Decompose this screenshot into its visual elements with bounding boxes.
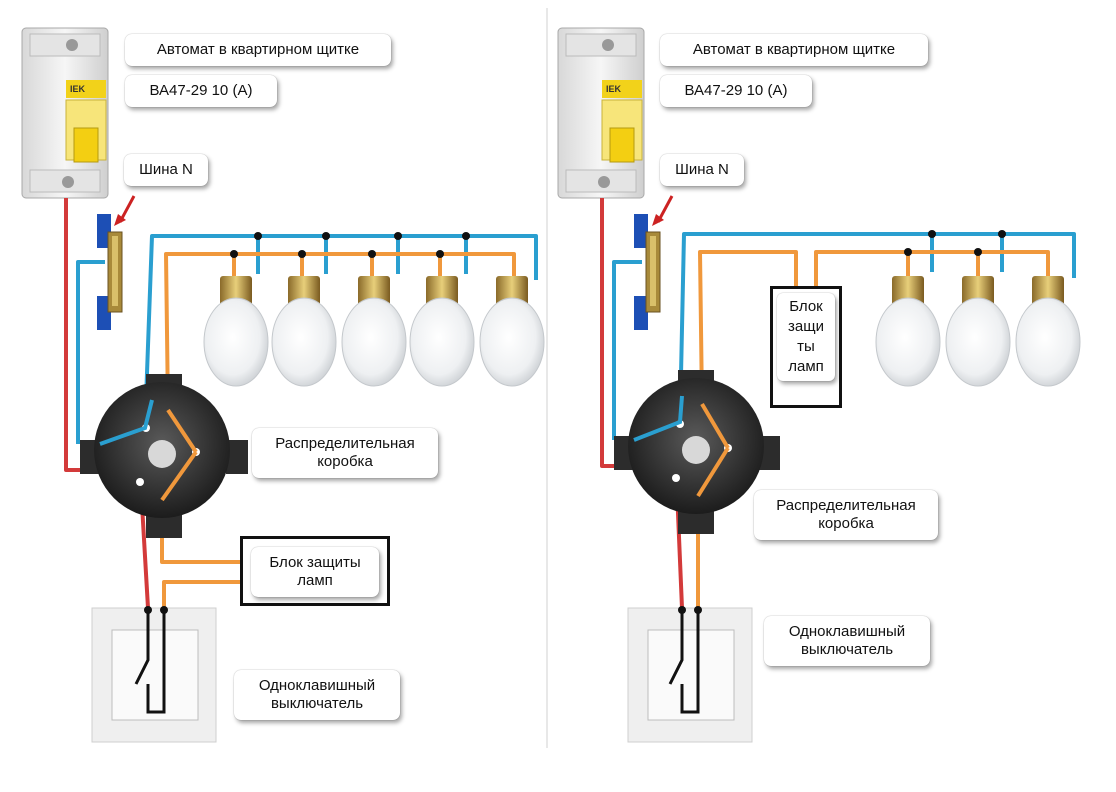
- neutral-wire-to-bus: [612, 260, 642, 440]
- lamp-2: [945, 276, 1011, 387]
- breaker-label: Автомат в квартирном щитке: [125, 34, 391, 66]
- lamp-5: [479, 276, 545, 387]
- bus-label: Шина N: [660, 154, 744, 186]
- protection-label: Блок защи ты ламп: [777, 293, 835, 381]
- diagram-left: IEK: [0, 0, 548, 792]
- breaker-model: ВА47-29 10 (А): [660, 75, 812, 107]
- lamp-2: [271, 276, 337, 387]
- junction-box: [80, 374, 248, 538]
- breaker-label: Автомат в квартирном щитке: [660, 34, 928, 66]
- wiring-diagram-right: IEK: [557, 27, 1081, 743]
- neutral-bus: [97, 195, 136, 330]
- neutral-bus: [634, 195, 674, 330]
- junction-box: [614, 370, 780, 534]
- switch-label: Одноклавишный выключатель: [234, 670, 400, 720]
- breaker-brand: IEK: [606, 84, 622, 94]
- light-switch: [91, 606, 217, 743]
- switch-label: Одноклавишный выключатель: [764, 616, 930, 666]
- wiring-diagram-left: IEK: [21, 27, 545, 743]
- diagram-right: IEK: [548, 0, 1116, 792]
- lamp-3: [341, 276, 407, 387]
- light-switch: [627, 606, 753, 743]
- lamp-4: [409, 276, 475, 387]
- breaker-model: ВА47-29 10 (А): [125, 75, 277, 107]
- protection-box: Блок защи ты ламп: [770, 286, 842, 408]
- protection-box: Блок защиты ламп: [240, 536, 390, 606]
- wire-junctions: [904, 230, 1006, 256]
- circuit-breaker: IEK: [21, 27, 109, 199]
- circuit-breaker: IEK: [557, 27, 645, 199]
- lamps: [875, 276, 1081, 387]
- switched-main: [814, 250, 1050, 286]
- lamps: [203, 276, 545, 387]
- lamp-3: [1015, 276, 1081, 387]
- neutral-wire-to-bus: [76, 260, 105, 444]
- wire-junctions: [230, 232, 470, 258]
- breaker-brand: IEK: [70, 84, 86, 94]
- protection-label: Блок защиты ламп: [251, 547, 379, 597]
- panel-divider: [546, 8, 548, 748]
- lamp-1: [203, 276, 269, 387]
- bus-label: Шина N: [124, 154, 208, 186]
- junction-label: Распределительная коробка: [252, 428, 438, 478]
- lamp-1: [875, 276, 941, 387]
- junction-label: Распределительная коробка: [754, 490, 938, 540]
